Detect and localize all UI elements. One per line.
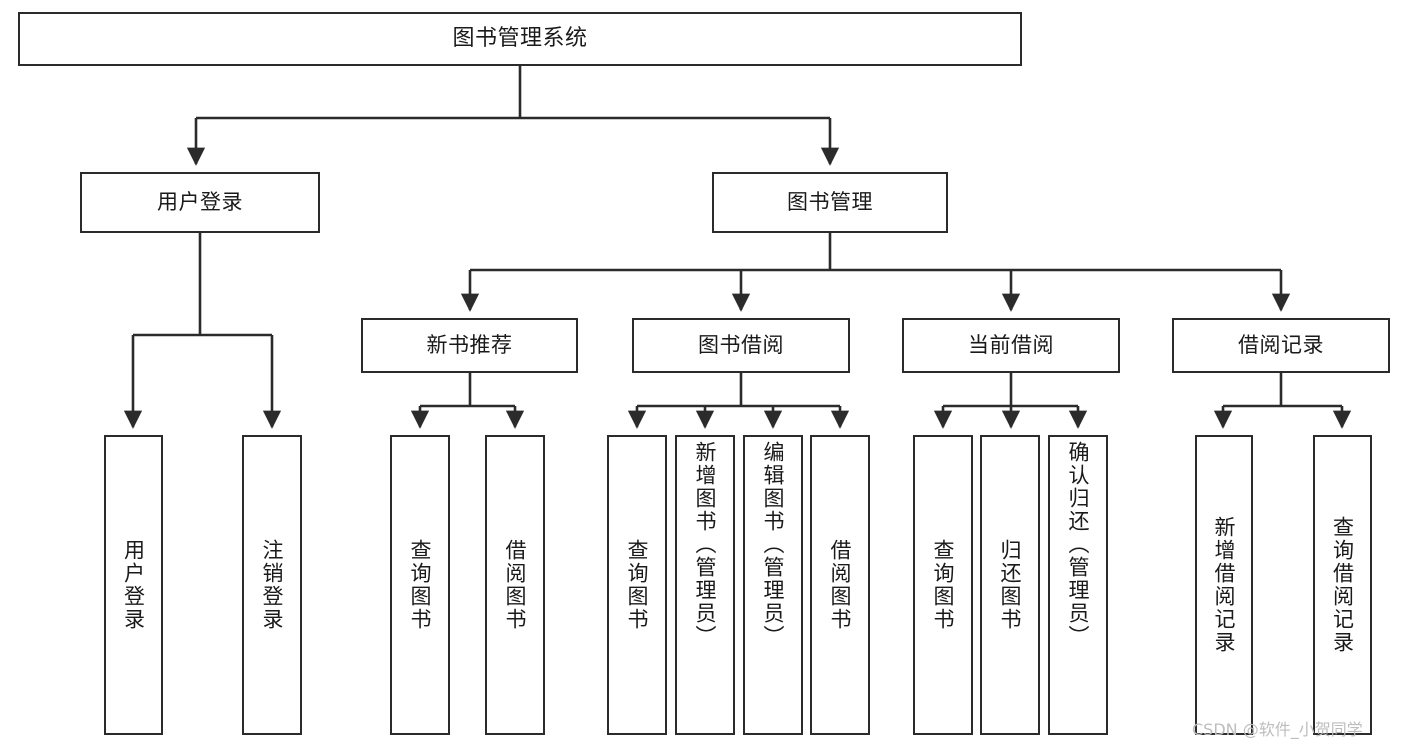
node-book-management[interactable]: 图书管理 [712,172,948,233]
node-user-login[interactable]: 用户登录 [80,172,320,233]
leaf-current-confirm-return-admin[interactable]: 确认归还（管理员） [1048,435,1108,735]
leaf-borrow-add-book-admin[interactable]: 新增图书（管理员） [675,435,735,735]
node-label: 查询借阅记录 [1330,516,1355,654]
node-book-borrow[interactable]: 图书借阅 [632,318,850,373]
leaf-user-login[interactable]: 用户登录 [104,435,163,735]
node-new-book-recommend[interactable]: 新书推荐 [361,318,578,373]
leaf-newbooks-borrow-book[interactable]: 借阅图书 [485,435,545,735]
node-label: 查询图书 [931,539,956,631]
leaf-current-query-book[interactable]: 查询图书 [913,435,973,735]
node-label: 当前借阅 [968,333,1054,358]
leaf-borrow-query-book[interactable]: 查询图书 [607,435,667,735]
node-label: 注销登录 [260,539,285,631]
node-label: 图书借阅 [698,333,784,358]
node-label: 图书管理系统 [452,26,588,52]
leaf-logout[interactable]: 注销登录 [242,435,302,735]
node-label: 查询图书 [408,539,433,631]
node-label: 用户登录 [121,539,146,631]
node-label: 图书管理 [787,190,873,215]
leaf-borrow-borrow-book[interactable]: 借阅图书 [810,435,870,735]
leaf-records-add-record[interactable]: 新增借阅记录 [1195,435,1253,735]
node-root-system[interactable]: 图书管理系统 [18,12,1022,66]
csdn-watermark: CSDN @软件_小贺同学 [1192,720,1363,739]
node-label: 新增图书（管理员） [693,441,718,648]
node-label: 借阅记录 [1238,333,1324,358]
node-label: 用户登录 [157,190,243,215]
leaf-borrow-edit-book-admin[interactable]: 编辑图书（管理员） [743,435,803,735]
node-label: 确认归还（管理员） [1066,441,1091,648]
node-label: 查询图书 [625,539,650,631]
node-label: 编辑图书（管理员） [761,441,786,648]
node-label: 借阅图书 [503,539,528,631]
node-label: 借阅图书 [828,539,853,631]
leaf-records-query-record[interactable]: 查询借阅记录 [1313,435,1372,735]
node-label: 新增借阅记录 [1212,516,1237,654]
node-label: 新书推荐 [426,333,513,358]
leaf-newbooks-query-book[interactable]: 查询图书 [390,435,450,735]
leaf-current-return-book[interactable]: 归还图书 [980,435,1040,735]
node-current-borrow[interactable]: 当前借阅 [902,318,1120,373]
node-label: 归还图书 [998,539,1023,631]
node-borrow-records[interactable]: 借阅记录 [1172,318,1390,373]
